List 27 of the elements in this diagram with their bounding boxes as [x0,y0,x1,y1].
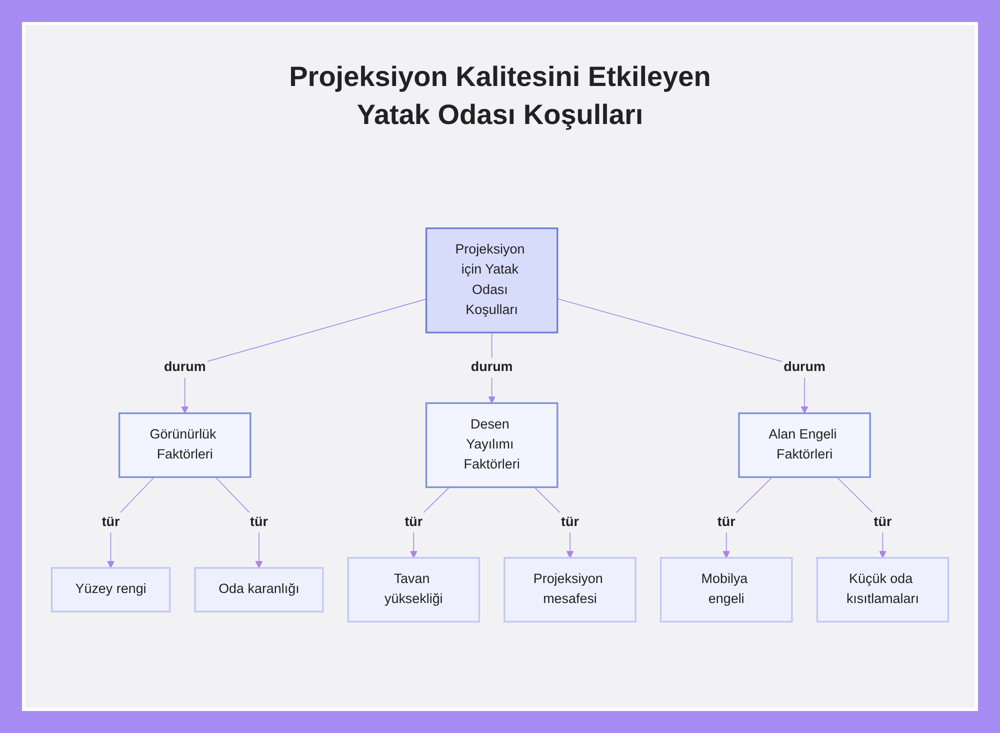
arrow [107,476,155,568]
edge-label: tür [561,514,579,530]
edge-label: durum [164,360,206,375]
arrow [556,298,808,414]
edge-label: durum [784,360,826,375]
node-box: Projeksiyon mesafesi [504,556,636,623]
node-box: Mobilya engeli [660,556,793,623]
arrow [836,476,886,558]
node-box: Oda karanlığı [194,567,324,612]
node-box: Tavan yüksekliği [347,556,480,623]
title: Projeksiyon Kalitesini Etkileyen Yatak Odası Koşulları [288,60,712,132]
node-box: Alan Engeli Faktörleri [738,412,871,478]
arrow [722,476,773,558]
arrow [410,486,450,558]
edge-label: tür [717,514,736,530]
edge-label: tür [404,514,423,530]
node-box: Yüzey rengi [50,567,171,612]
arrow [215,476,263,568]
node-box: Desen Yayılımı Faktörleri [425,402,558,488]
arrow [534,486,574,558]
edge-label: tür [874,514,892,530]
node-box: Küçük oda kısıtlamaları [816,556,950,623]
edge-label: tür [250,514,268,530]
node-box: Projeksiyon için Yatak Odası Koşulları [425,227,558,334]
edge-label: tür [102,514,120,530]
edge-label: durum [470,360,513,375]
node-box: Görünürlük Faktörleri [118,412,252,478]
